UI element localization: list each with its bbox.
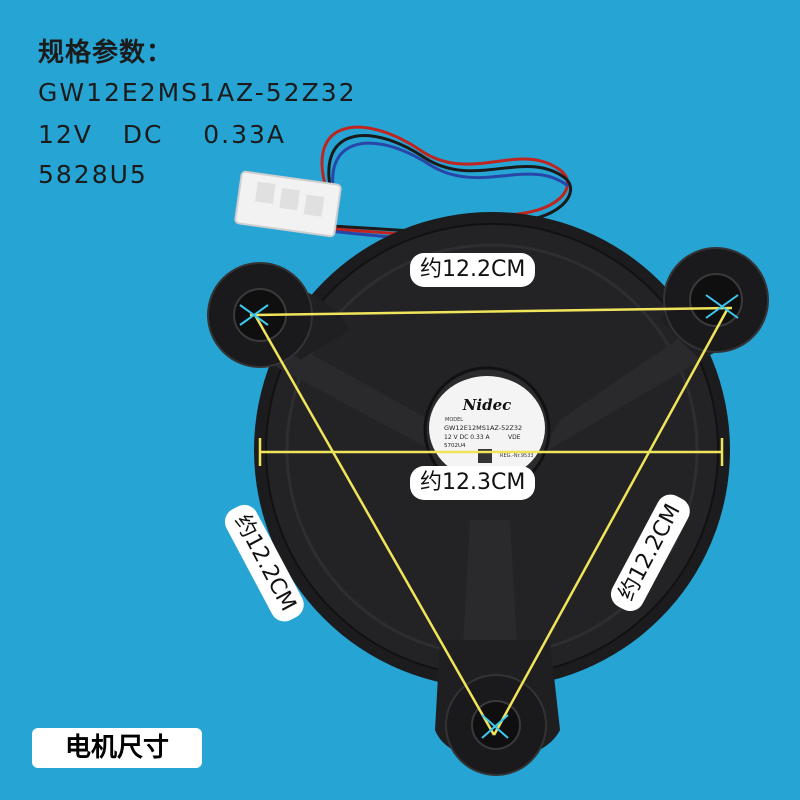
nidec-label: Nidec MODEL GW12E12MS1AZ-52Z32 12 V DC 0…	[429, 376, 545, 480]
label-cert: VDE	[508, 434, 521, 441]
bottom-caption: 电机尺寸	[32, 728, 202, 768]
top-dimension-label: 约12.2CM	[410, 253, 536, 287]
measurement-lines	[249, 306, 733, 736]
label-model: GW12E12MS1AZ-52Z32	[444, 424, 522, 432]
left-dimension-line	[253, 314, 496, 736]
connector-plug	[234, 170, 342, 238]
spec-model: GW12E2MS1AZ-52Z32	[38, 78, 357, 107]
middle-dimension-label: 约12.3CM	[410, 466, 536, 500]
right-dimension-line	[492, 307, 730, 736]
mount-point-markers	[239, 294, 739, 739]
top-dimension-line	[249, 306, 733, 317]
label-code: 5702U4	[444, 443, 466, 449]
nidec-brand: Nidec	[462, 396, 512, 414]
label-model-caption: MODEL	[445, 417, 463, 423]
label-reg: REG.-Nr.9533	[500, 453, 534, 459]
spec-code: 5828U5	[38, 160, 148, 189]
spec-rating: 12V DC 0.33A	[38, 120, 287, 149]
label-rating: 12 V DC 0.33 A	[444, 434, 491, 441]
spec-title: 规格参数：	[38, 38, 174, 68]
